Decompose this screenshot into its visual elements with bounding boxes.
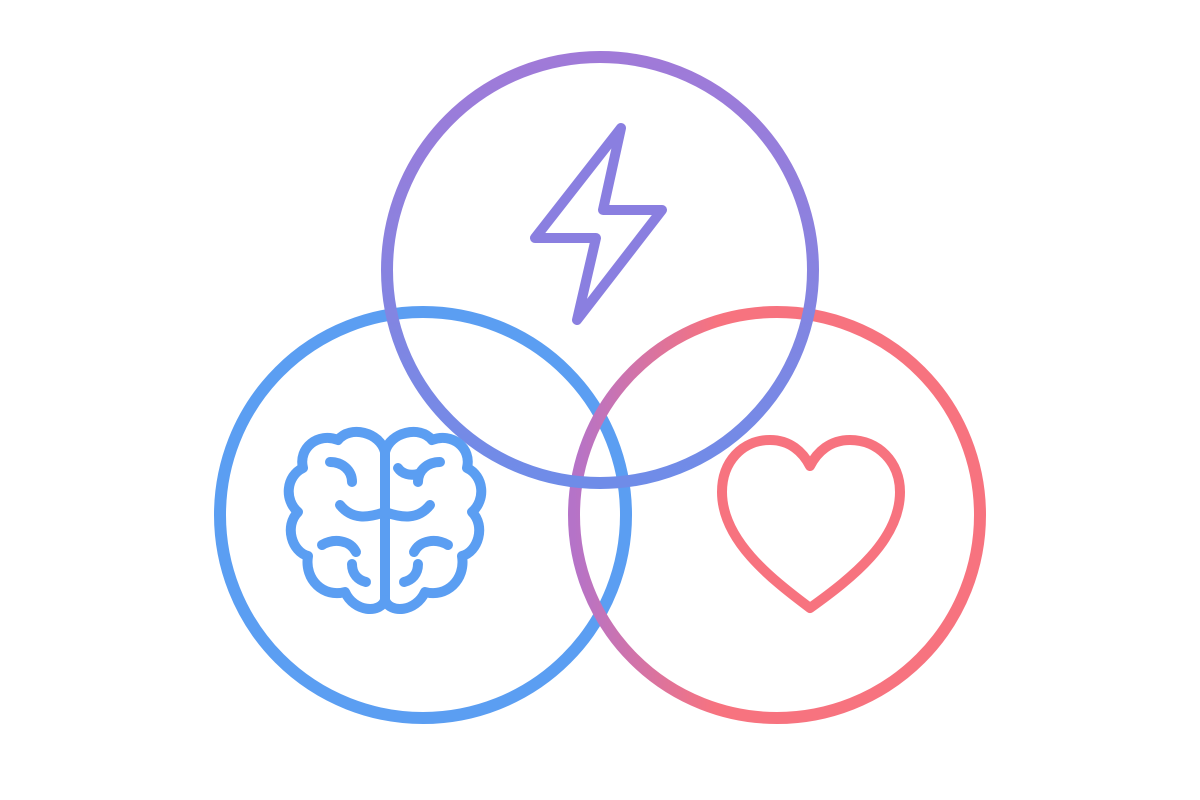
lightning-bolt-icon [530, 123, 667, 325]
heart-icon [717, 435, 905, 613]
brain-icon [283, 427, 487, 614]
right-circle [568, 306, 986, 724]
left-circle [214, 306, 632, 724]
top-circle [381, 51, 819, 489]
